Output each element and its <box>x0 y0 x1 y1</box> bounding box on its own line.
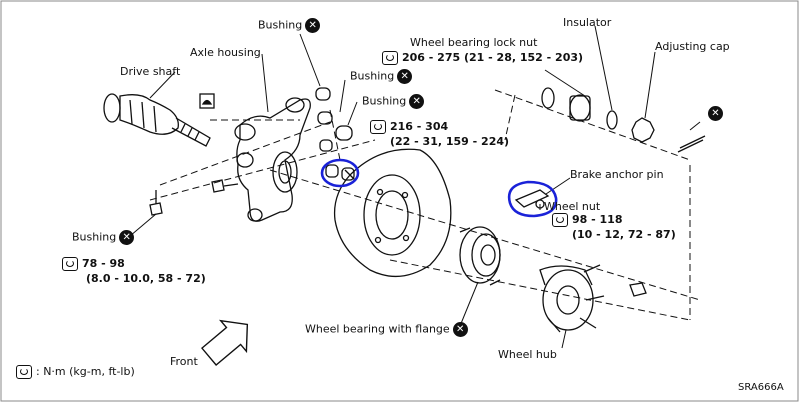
torque-wheel-nut: 98 - 118 <box>552 213 623 227</box>
highlight-anchor-pin <box>507 180 558 218</box>
wheel-hub <box>539 264 605 333</box>
label-axle-housing: Axle housing <box>190 46 261 59</box>
highlight-bushings <box>320 158 360 188</box>
legend-text: : N·m (kg-m, ft-lb) <box>36 365 135 378</box>
lock-nut-assembly <box>541 87 706 153</box>
label-bushing-left: Bushing✕ <box>72 230 135 245</box>
wheel-bearing-with-flange <box>459 226 501 286</box>
torque-value: 216 - 304 <box>390 120 449 133</box>
label-insulator: Insulator <box>563 16 612 29</box>
torque-value: 78 - 98 <box>82 257 125 270</box>
do-not-reuse-icon: ✕ <box>452 322 468 337</box>
torque-value: 98 - 118 <box>572 213 623 226</box>
label-text: Bushing <box>350 69 395 83</box>
wrench-torque-icon <box>382 51 398 65</box>
wrench-torque-icon <box>62 257 78 271</box>
label-wheel-bearing-lock-nut: Wheel bearing lock nut <box>410 36 538 49</box>
wrench-torque-icon <box>552 213 568 227</box>
label-text: Bushing <box>258 18 303 32</box>
figure-code: SRA666A <box>738 382 784 393</box>
wrench-torque-icon <box>16 365 32 379</box>
do-not-reuse-icon: ✕ <box>409 94 425 109</box>
do-not-reuse-icon: ✕ <box>119 230 135 245</box>
do-not-reuse-icon: ✕ <box>305 18 321 33</box>
front-arrow-icon <box>200 319 249 366</box>
torque-bushing: 78 - 98 <box>62 257 125 271</box>
label-wheel-bearing-with-flange: Wheel bearing with flange✕ <box>305 322 468 337</box>
label-bushing-top: Bushing✕ <box>258 18 321 33</box>
axle-housing <box>234 97 311 222</box>
torque-wheel-nut-sub: (10 - 12, 72 - 87) <box>572 228 676 241</box>
label-adjusting-cap: Adjusting cap <box>655 40 730 53</box>
label-text: Bushing <box>72 230 117 244</box>
drive-shaft <box>103 93 211 147</box>
do-not-reuse-icon: ✕ <box>708 106 723 121</box>
do-not-reuse-icon: ✕ <box>397 69 413 84</box>
torque-anchor-sub: (22 - 31, 159 - 224) <box>390 135 510 148</box>
label-front: Front <box>170 355 198 368</box>
bushings <box>315 87 355 181</box>
legend: : N·m (kg-m, ft-lb) <box>16 365 135 379</box>
wheel-nut <box>629 282 647 297</box>
torque-value: 206 - 275 (21 - 28, 152 - 203) <box>402 51 584 64</box>
torque-anchor: 216 - 304 <box>370 120 448 134</box>
label-drive-shaft: Drive shaft <box>120 65 181 78</box>
label-brake-anchor-pin: Brake anchor pin <box>570 168 664 181</box>
bolts <box>149 179 239 216</box>
label-wheel-hub: Wheel hub <box>498 348 557 361</box>
label-bushing-mid2: Bushing✕ <box>362 94 425 109</box>
label-text: Bushing <box>362 94 407 108</box>
label-bushing-mid1: Bushing✕ <box>350 69 413 84</box>
label-text: Wheel bearing with flange <box>305 322 450 336</box>
torque-lock-nut: 206 - 275 (21 - 28, 152 - 203) <box>382 51 583 65</box>
brake-backing-plate <box>333 148 452 278</box>
torque-bushing-sub: (8.0 - 10.0, 58 - 72) <box>86 272 206 285</box>
leader-lines <box>129 25 701 349</box>
wrench-torque-icon <box>370 120 386 134</box>
highlight-marks <box>320 158 558 218</box>
label-wheel-nut: Wheel nut <box>544 200 601 213</box>
grease-icon <box>199 93 215 109</box>
